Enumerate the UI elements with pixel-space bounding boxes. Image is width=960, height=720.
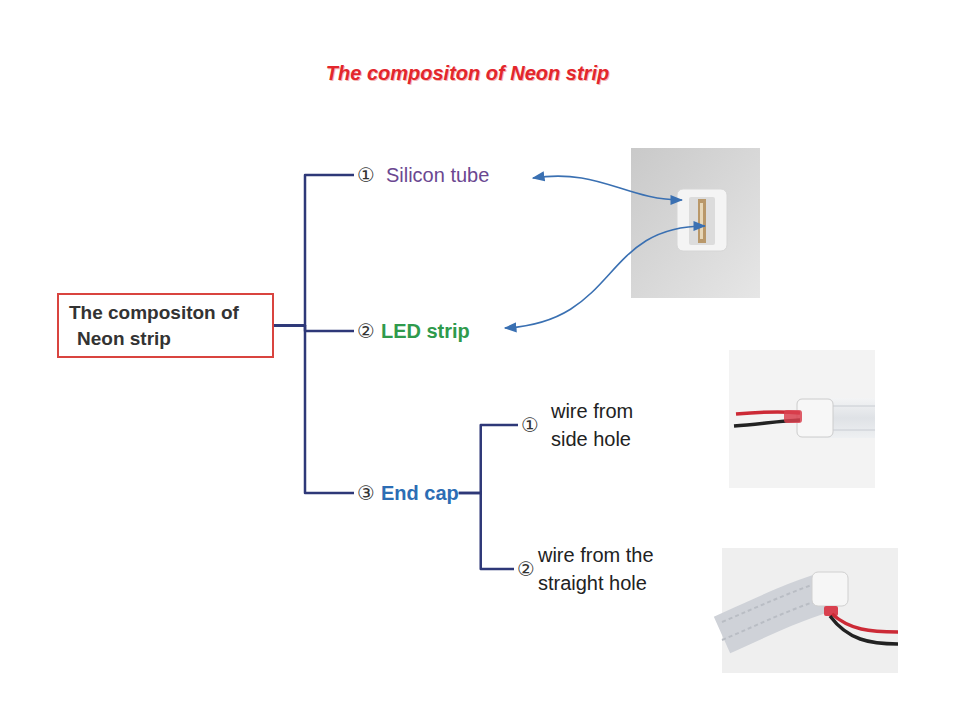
node-label: LED strip [381,317,470,345]
tree-connector [274,175,354,326]
callout-number: ② [357,318,375,344]
tree-connector [274,326,354,494]
node-label: wire from side hole [551,397,656,453]
branch-item: ②LED strip [357,317,470,345]
straight-hole-photo [722,548,898,673]
tree-connector [459,425,518,493]
branch-item: ① Silicon tube [357,161,489,189]
tree-connector [459,493,514,569]
branch-item: ③End cap [357,479,459,507]
branch-item: ① wire from side hole [521,397,656,453]
callout-number: ① [521,412,539,438]
node-label: The compositon of Neon strip [77,300,264,352]
callout-number: ① [357,162,375,188]
branch-item: ②wire from the straight hole [517,541,708,597]
side-hole-photo [729,350,875,488]
node-label: Silicon tube [386,161,489,189]
root-box: The compositon of Neon strip [57,293,274,358]
callout-number: ③ [357,480,375,506]
pointer-arrow [533,176,682,200]
callout-number: ② [517,556,535,582]
tube-photo [631,148,760,298]
node-label: wire from the straight hole [538,541,708,597]
diagram-title: The compositon of Neon strip [0,62,935,85]
node-label: End cap [381,479,459,507]
pointer-arrow [505,226,705,328]
tree-connector [274,326,354,332]
